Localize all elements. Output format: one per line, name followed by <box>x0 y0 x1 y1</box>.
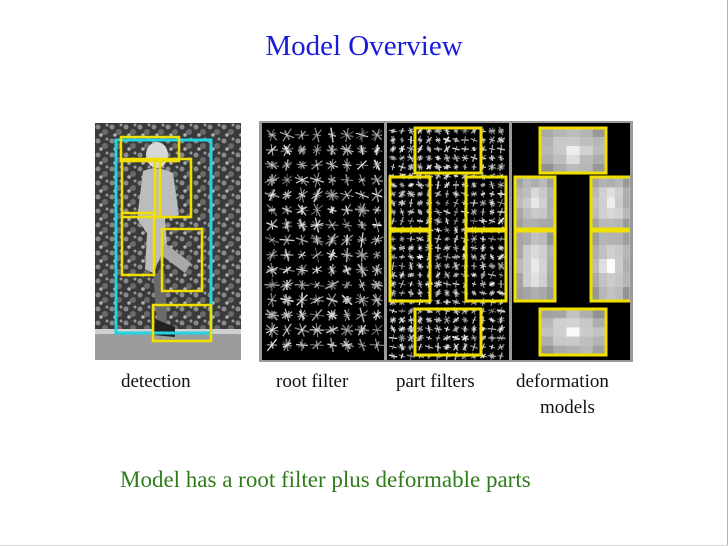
slide-title: Model Overview <box>265 30 463 62</box>
root-filter-graphic <box>262 123 384 360</box>
label-part-filters: part filters <box>396 371 475 392</box>
deformation-models-graphic <box>512 123 630 360</box>
label-deformation: deformation <box>516 371 609 392</box>
label-root-filter: root filter <box>276 371 349 392</box>
deformation-models-image <box>512 123 630 360</box>
part-filters-graphic <box>387 123 509 360</box>
root-filter-image <box>262 123 384 360</box>
label-detection: detection <box>121 371 191 392</box>
slide-caption: Model has a root filter plus deformable … <box>120 467 531 492</box>
part-filters-image <box>387 123 509 360</box>
label-models: models <box>540 397 595 418</box>
detection-image <box>95 123 241 360</box>
detection-image-graphic <box>95 123 241 360</box>
